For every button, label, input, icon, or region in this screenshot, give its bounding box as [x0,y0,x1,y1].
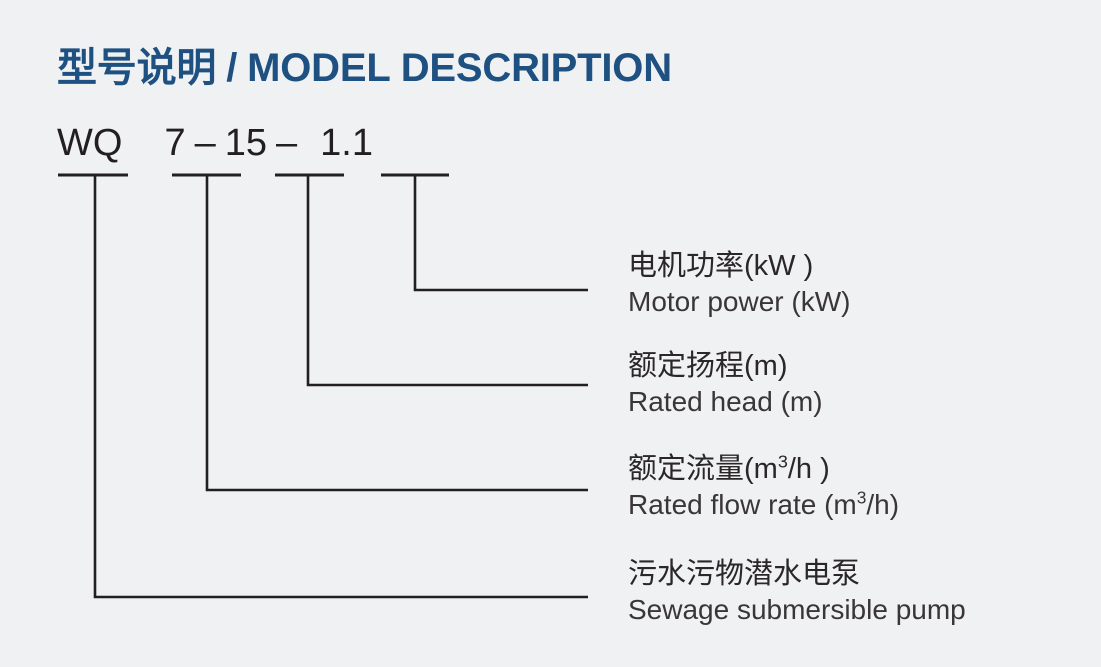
model-dash-1: – [194,122,216,164]
model-segment-series: WQ [57,122,123,164]
callout-motor-power-chinese: 电机功率(kW ) [628,250,814,282]
callout-rated-head-english: Rated head (m) [628,386,823,417]
page-title-separator: / [226,46,238,90]
callout-sewage-pump-chinese: 污水污物潜水电泵 [628,558,861,590]
model-segment-head: 15 [224,122,267,164]
leader-line-rated-head [306,175,588,387]
callout-rated-flow-english: Rated flow rate (m3/h) [628,487,900,520]
callout-rated-flow: 额定流量(m3/h ) Rated flow rate (m3/h) [628,451,900,520]
callout-sewage-pump: 污水污物潜水电泵 Sewage submersible pump [628,560,966,624]
leader-line-motor-power [413,175,588,292]
callout-rated-flow-chinese: 额定流量(m3/h ) [628,451,830,485]
callout-sewage-pump-english: Sewage submersible pump [628,594,966,625]
callout-motor-power-english: Motor power (kW) [628,286,851,317]
leader-line-sewage-pump [93,175,588,599]
callout-rated-head: 额定扬程(m) Rated head (m) [628,352,823,416]
superscript: 3 [856,487,867,508]
model-segment-power: 1.1 [320,122,373,164]
callout-rated-head-chinese: 额定扬程(m) [628,350,788,382]
model-segment-flow: 7 [164,122,186,164]
superscript: 3 [777,451,788,472]
page-title-chinese: 型号说明 [57,46,217,90]
page-title-english: MODEL DESCRIPTION [247,46,672,90]
page-title: 型号说明/MODEL DESCRIPTION [57,48,672,88]
model-dash-2: – [276,122,298,164]
leader-line-rated-flow [205,175,588,492]
callout-motor-power: 电机功率(kW ) Motor power (kW) [628,252,850,316]
